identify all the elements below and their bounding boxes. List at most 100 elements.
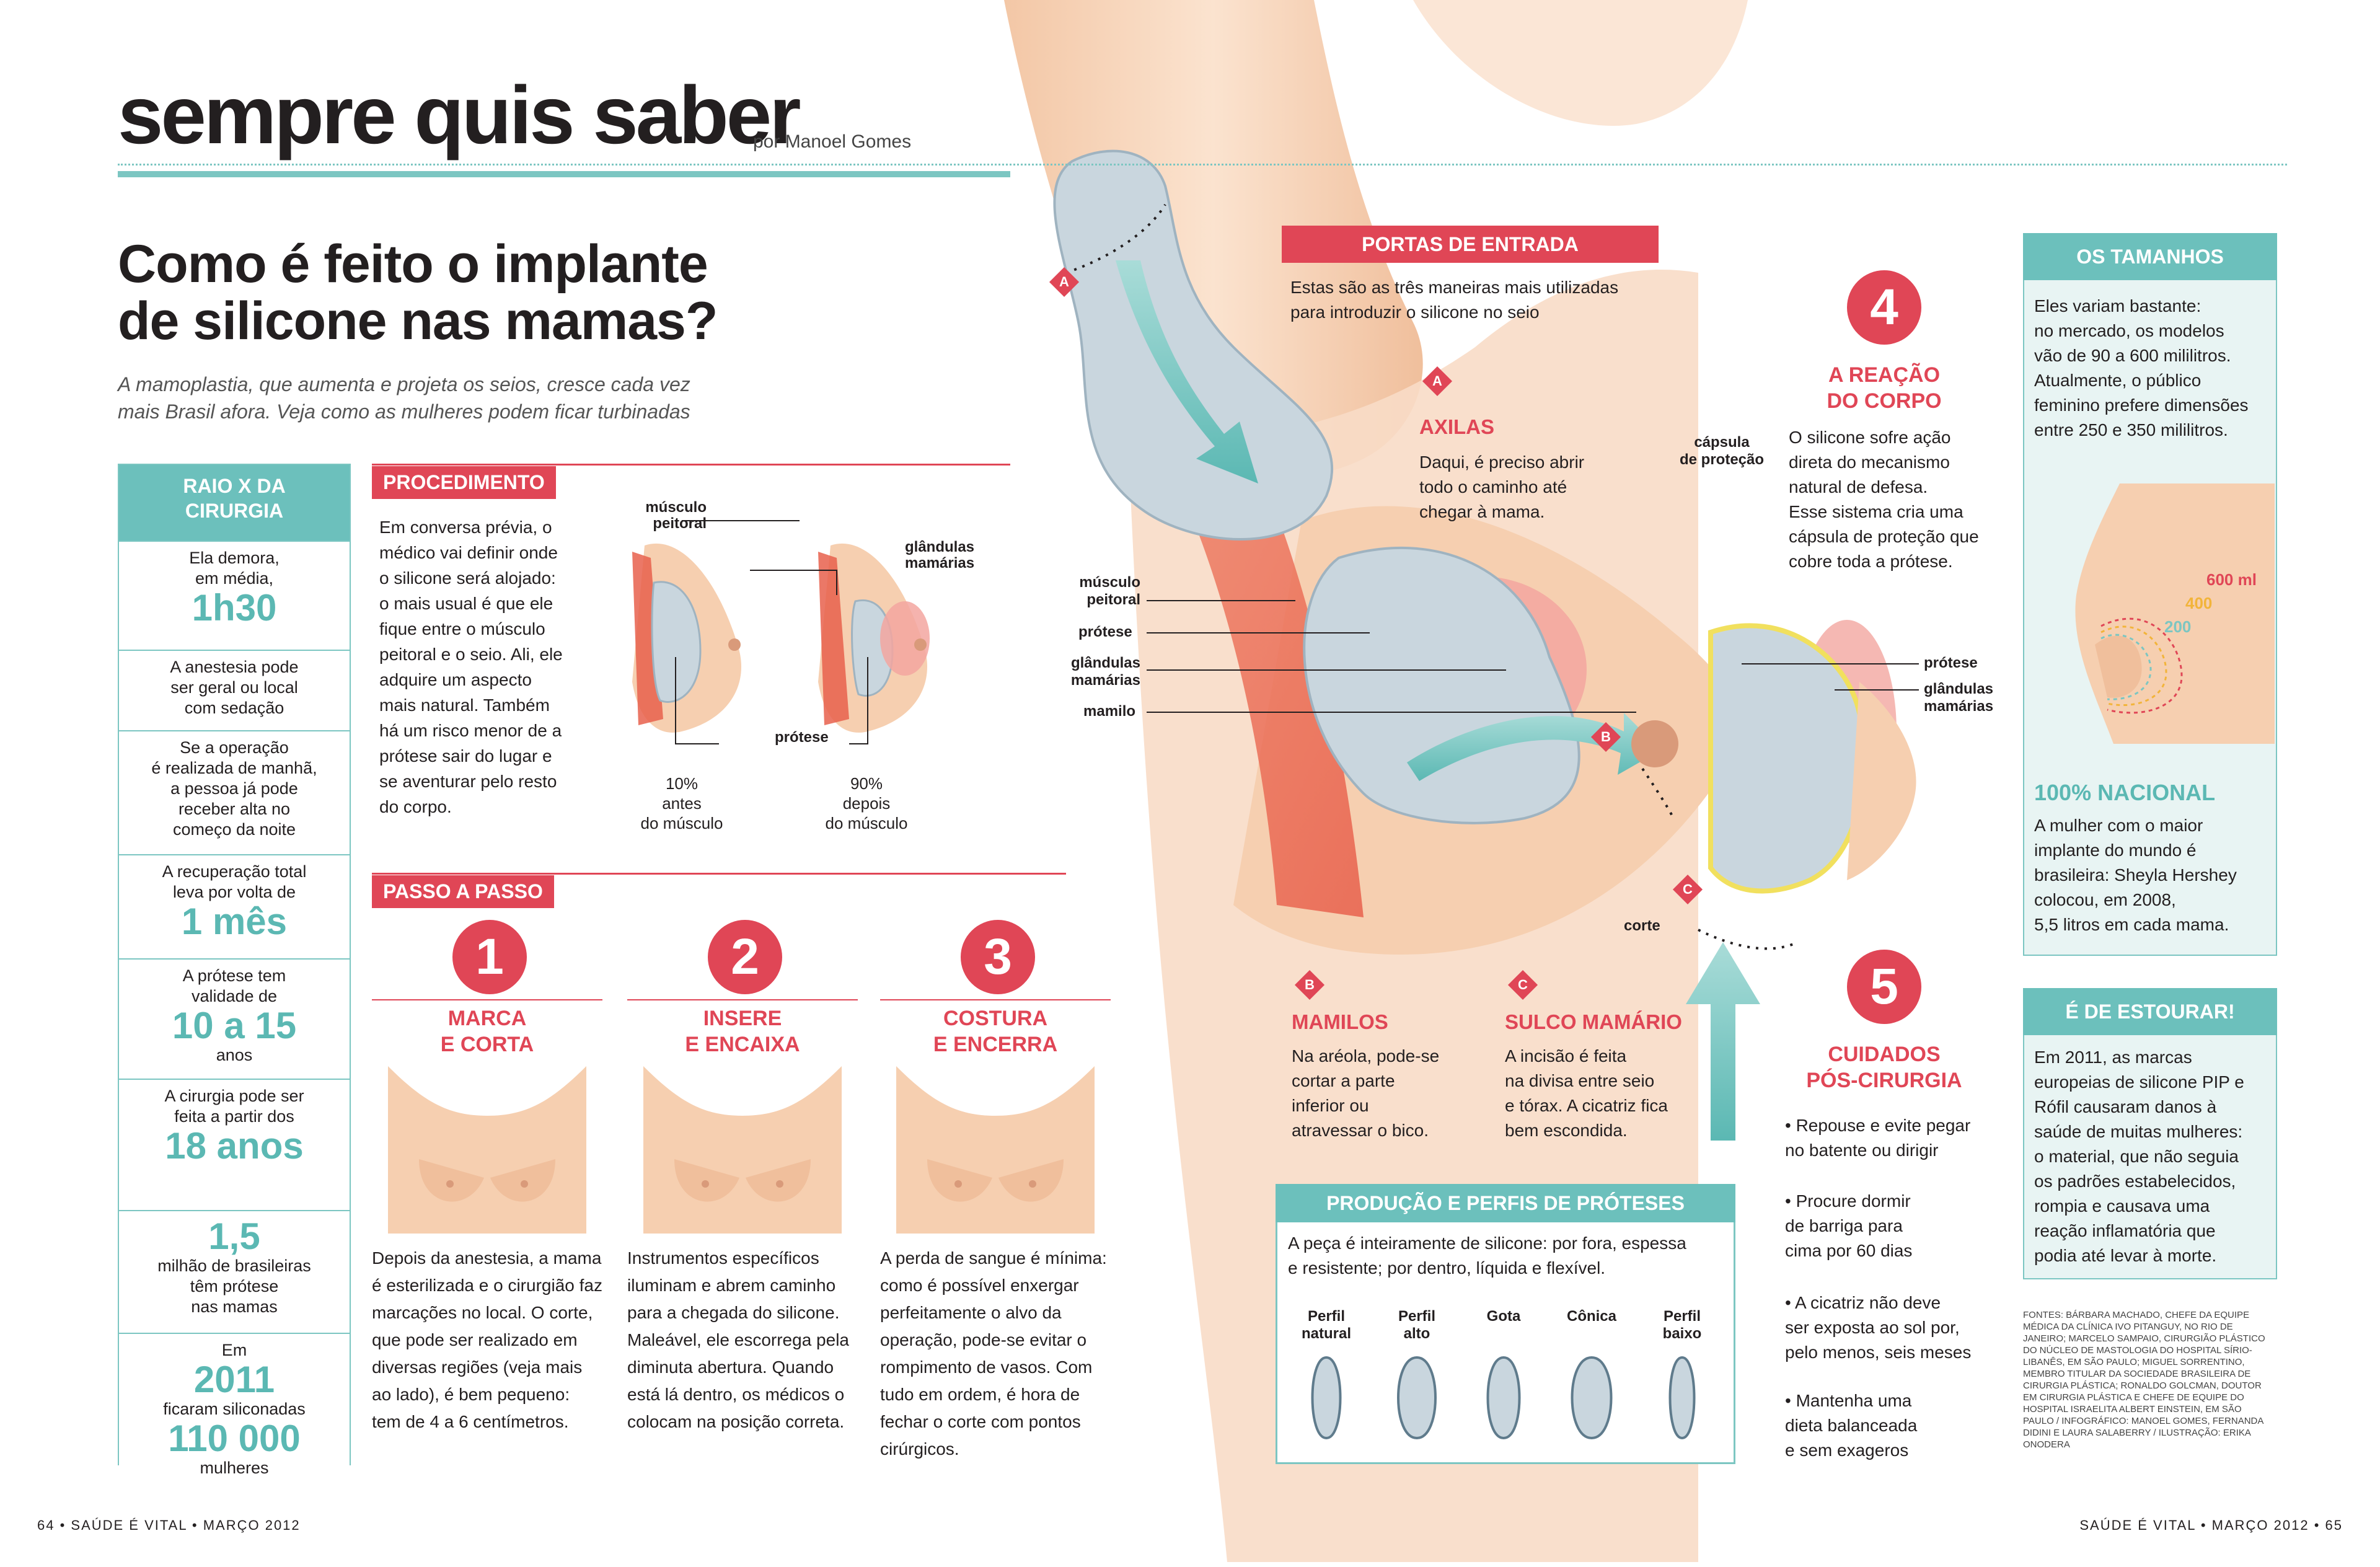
lead-line-2: mais Brasil afora. Veja como as mulheres… bbox=[118, 400, 690, 423]
leader-protese bbox=[1147, 632, 1370, 633]
estourar-title: É DE ESTOURAR! bbox=[2023, 988, 2277, 1035]
cuidados-item: • Repouse e evite pegar no batente ou di… bbox=[1785, 1116, 1971, 1160]
stat-big: 10 a 15 bbox=[172, 1005, 297, 1046]
passo-title: PASSO A PASSO bbox=[372, 875, 554, 908]
diagram-tag-c: C bbox=[1672, 874, 1703, 905]
portas-title: PORTAS DE ENTRADA bbox=[1282, 226, 1659, 263]
step-4-number: 4 bbox=[1847, 270, 1921, 345]
mamilos-title: MAMILOS bbox=[1292, 1010, 1388, 1033]
stat-post: ficaram siliconadas bbox=[163, 1400, 306, 1418]
caption-depois-musculo: 90% depois do músculo bbox=[825, 774, 908, 832]
raio-x-sidebar: RAIO X DA CIRURGIA Ela demora, em média,… bbox=[118, 464, 351, 1477]
passo-rule bbox=[372, 873, 1066, 875]
axilas-text: Daqui, é preciso abrir todo o caminho at… bbox=[1419, 452, 1585, 521]
raio-x-title: RAIO X DA CIRURGIA bbox=[119, 465, 350, 541]
leader-glandulas-right bbox=[1835, 689, 1919, 691]
nacional-title: 100% NACIONAL bbox=[2034, 780, 2216, 805]
step-2-number: 2 bbox=[708, 920, 782, 994]
footer-left: 64 • SAÚDE É VITAL • MARÇO 2012 bbox=[37, 1517, 301, 1533]
leader-mamilo bbox=[1147, 712, 1636, 713]
diagram-label-mamilo: mamilo bbox=[1083, 703, 1136, 720]
stat-pre: Se a operação é realizada de manhã, a pe… bbox=[151, 738, 317, 839]
cuidados-title: CUIDADOS PÓS-CIRURGIA bbox=[1806, 1043, 1962, 1092]
estourar-box bbox=[2023, 988, 2277, 1279]
reacao-text: O silicone sofre ação direta do mecanism… bbox=[1789, 428, 1979, 571]
step-2-title: INSERE E ENCAIXA bbox=[685, 1007, 800, 1056]
tamanhos-text: Eles variam bastante: no mercado, os mod… bbox=[2034, 296, 2249, 439]
tamanhos-title: OS TAMANHOS bbox=[2023, 233, 2277, 280]
diagram-label-protese-right: prótese bbox=[1924, 655, 1978, 671]
profile-label: Gota bbox=[1486, 1308, 1521, 1325]
profile-shape bbox=[1311, 1356, 1342, 1440]
profile-shape bbox=[1668, 1356, 1696, 1440]
section-kicker: sempre quis saber bbox=[118, 69, 801, 161]
diagram-label-corte: corte bbox=[1624, 917, 1660, 934]
diagram-label-glandulas-right: glândulas mamárias bbox=[1924, 681, 1994, 715]
step-1-text: Depois da anestesia, a mama é esteriliza… bbox=[372, 1248, 602, 1431]
step-1-number: 1 bbox=[452, 920, 527, 994]
sources: Fontes: Bárbara Machado, chefe da equipe… bbox=[2023, 1310, 2265, 1450]
headline-line-1: Como é feito o implante bbox=[118, 234, 708, 294]
sulco-text: A incisão é feita na divisa entre seio e… bbox=[1505, 1046, 1668, 1140]
stat-big: 18 anos bbox=[165, 1125, 304, 1167]
axilas-title: AXILAS bbox=[1419, 415, 1495, 438]
stat-big: 1h30 bbox=[192, 587, 277, 629]
leader-glandulas bbox=[1147, 669, 1506, 671]
diagram-tag-b: B bbox=[1590, 722, 1621, 753]
producao-title: PRODUÇÃO E PERFIS DE PRÓTESES bbox=[1276, 1184, 1735, 1222]
label-glandulas-small: glândulas mamárias bbox=[905, 539, 975, 572]
stat-post2: mulheres bbox=[200, 1459, 269, 1477]
step-5-number: 5 bbox=[1847, 950, 1921, 1024]
diagram-tag-a: A bbox=[1049, 267, 1080, 298]
profile-label: Perfil baixo bbox=[1662, 1308, 1702, 1342]
raio-x-title-line2: CIRURGIA bbox=[185, 500, 284, 522]
procedimento-text: Em conversa prévia, o médico vai definir… bbox=[379, 518, 563, 816]
profile-shape bbox=[1397, 1356, 1437, 1440]
stat-pre: A recuperação total leva por volta de bbox=[162, 862, 307, 901]
diagram-label-capsula: cápsula de proteção bbox=[1680, 434, 1765, 468]
profile-label: Perfil alto bbox=[1398, 1308, 1436, 1342]
caption-antes-musculo: 10% antes do músculo bbox=[640, 774, 723, 832]
header-bar bbox=[118, 171, 1010, 177]
stat-post: anos bbox=[216, 1046, 253, 1064]
step-1-title: MARCA E CORTA bbox=[440, 1007, 534, 1056]
step-1-illustration bbox=[388, 1066, 586, 1234]
procedimento-diagram bbox=[632, 520, 930, 744]
stat-big: 1 mês bbox=[181, 901, 288, 942]
stat-pre: Em bbox=[221, 1341, 247, 1359]
byline: por Manoel Gomes bbox=[753, 131, 912, 152]
nacional-text: A mulher com o maior implante do mundo é… bbox=[2034, 816, 2237, 934]
portas-intro: Estas são as três maneiras mais utilizad… bbox=[1290, 278, 1619, 322]
headline-line-2: de silicone nas mamas? bbox=[118, 291, 718, 351]
leader-protese-right bbox=[1742, 663, 1919, 664]
stat-pre: Ela demora, em média, bbox=[189, 549, 280, 588]
raio-x-stat: Se a operação é realizada de manhã, a pe… bbox=[119, 730, 350, 854]
step-3-title: COSTURA E ENCERRA bbox=[933, 1007, 1058, 1056]
producao-text: A peça é inteiramente de silicone: por f… bbox=[1288, 1234, 1686, 1278]
step-3-text: A perda de sangue é mínima: como é possí… bbox=[880, 1248, 1107, 1459]
size-label-600: 600 ml bbox=[2206, 570, 2257, 589]
step-3-number: 3 bbox=[961, 920, 1035, 994]
raio-x-stat: Ela demora, em média,1h30 bbox=[119, 541, 350, 650]
mamilos-text: Na aréola, pode-se cortar a parte inferi… bbox=[1292, 1046, 1440, 1140]
footer-right: SAÚDE É VITAL • MARÇO 2012 • 65 bbox=[2079, 1517, 2343, 1533]
lead-line-1: A mamoplastia, que aumenta e projeta os … bbox=[118, 373, 690, 395]
diagram-label-protese: prótese bbox=[1078, 624, 1132, 640]
header-divider bbox=[118, 164, 2287, 166]
step-2-text: Instrumentos específicos iluminam e abre… bbox=[627, 1248, 849, 1431]
size-label-400: 400 bbox=[2185, 594, 2213, 612]
axilas-tag: A bbox=[1422, 366, 1453, 397]
mamilos-tag: B bbox=[1294, 969, 1325, 1000]
diagram-label-glandulas: glândulas mamárias bbox=[1070, 655, 1140, 689]
lead-text: A mamoplastia, que aumenta e projeta os … bbox=[118, 371, 923, 425]
estourar-text: Em 2011, as marcas europeias de silicone… bbox=[2034, 1048, 2244, 1265]
stat-big: 2011 bbox=[193, 1359, 275, 1400]
procedimento-rule bbox=[372, 464, 1010, 466]
reacao-title: A REAÇÃO DO CORPO bbox=[1827, 363, 1942, 413]
sulco-tag: C bbox=[1507, 969, 1538, 1000]
step-3-illustration bbox=[896, 1066, 1095, 1234]
